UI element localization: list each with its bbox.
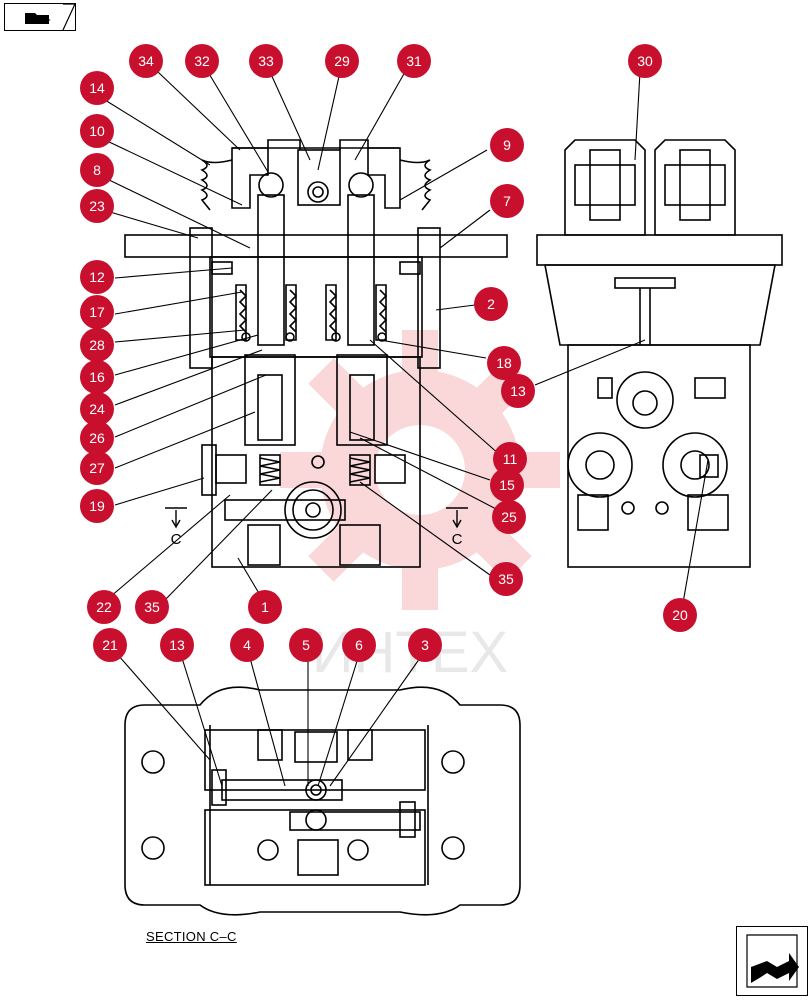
callout-15: 15 xyxy=(490,468,524,502)
section-c-c-view xyxy=(124,686,521,916)
callout-27: 27 xyxy=(80,451,114,485)
callout-6: 6 xyxy=(342,628,376,662)
callout-5: 5 xyxy=(289,628,323,662)
callout-number: 3 xyxy=(421,637,429,653)
callout-26: 26 xyxy=(80,421,114,455)
callout-number: 23 xyxy=(89,198,105,214)
callout-number: 13 xyxy=(510,383,526,399)
folder-arrow-icon xyxy=(5,3,76,31)
callout-number: 11 xyxy=(503,451,518,467)
callout-19: 19 xyxy=(80,489,114,523)
side-view xyxy=(536,139,783,568)
main-cross-section xyxy=(124,139,508,568)
callout-number: 30 xyxy=(637,53,653,69)
callout-14: 14 xyxy=(80,71,114,105)
callout-number: 20 xyxy=(672,607,688,623)
callout-number: 7 xyxy=(503,193,511,209)
next-page-arrow-icon xyxy=(746,934,799,988)
callout-31: 31 xyxy=(397,44,431,78)
section-caption: SECTION C–C xyxy=(146,929,237,944)
callout-number: 12 xyxy=(89,269,105,285)
callout-number: 31 xyxy=(406,53,422,69)
callout-10: 10 xyxy=(80,114,114,148)
callout-number: 5 xyxy=(302,637,310,653)
callout-13-side: 13 xyxy=(501,374,535,408)
callout-20: 20 xyxy=(663,598,697,632)
callout-1: 1 xyxy=(248,590,282,624)
callout-number: 35 xyxy=(144,599,160,615)
callout-number: 15 xyxy=(499,477,515,493)
callout-number: 22 xyxy=(96,599,112,615)
callout-number: 9 xyxy=(503,137,511,153)
callout-number: 1 xyxy=(261,599,269,615)
callout-34: 34 xyxy=(129,44,163,78)
callout-30: 30 xyxy=(628,44,662,78)
callout-number: 21 xyxy=(102,637,118,653)
callout-12: 12 xyxy=(80,260,114,294)
callout-number: 14 xyxy=(89,80,105,96)
callout-16: 16 xyxy=(80,360,114,394)
leader-lines xyxy=(104,71,709,787)
callout-21: 21 xyxy=(93,628,127,662)
section-marker-label-left: C xyxy=(171,531,182,548)
section-marker-right xyxy=(446,507,468,529)
callout-number: 4 xyxy=(243,637,251,653)
callout-8: 8 xyxy=(80,153,114,187)
callout-number: 24 xyxy=(89,401,105,417)
back-to-folder-button[interactable] xyxy=(4,3,76,31)
callout-number: 29 xyxy=(334,53,350,69)
callout-number: 6 xyxy=(355,637,363,653)
callout-number: 32 xyxy=(194,53,210,69)
callout-number: 34 xyxy=(138,53,154,69)
callout-number: 8 xyxy=(93,162,101,178)
callout-32: 32 xyxy=(185,44,219,78)
next-page-button[interactable] xyxy=(736,926,808,996)
callout-number: 2 xyxy=(487,296,495,312)
callout-28: 28 xyxy=(80,328,114,362)
callout-number: 19 xyxy=(89,498,105,514)
callout-35-right: 35 xyxy=(489,562,523,596)
callout-number: 17 xyxy=(89,304,105,320)
callout-number: 25 xyxy=(501,509,517,525)
callout-number: 16 xyxy=(89,369,105,385)
callout-18: 18 xyxy=(487,346,521,380)
callout-35-left: 35 xyxy=(135,590,169,624)
callout-13-section: 13 xyxy=(160,628,194,662)
section-marker-left xyxy=(165,507,187,529)
callout-3: 3 xyxy=(408,628,442,662)
callout-17: 17 xyxy=(80,295,114,329)
callout-23: 23 xyxy=(80,189,114,223)
callouts: 34 32 33 29 31 30 14 10 9 8 23 7 12 2 17… xyxy=(80,44,697,662)
callout-22: 22 xyxy=(87,590,121,624)
callout-number: 33 xyxy=(258,53,274,69)
callout-7: 7 xyxy=(490,184,524,218)
callout-number: 27 xyxy=(89,460,105,476)
callout-9: 9 xyxy=(490,128,524,162)
callout-11: 11 xyxy=(493,442,527,476)
callout-25: 25 xyxy=(492,500,526,534)
callout-number: 28 xyxy=(89,337,105,353)
callout-number: 10 xyxy=(89,123,105,139)
callout-number: 13 xyxy=(169,637,185,653)
callout-number: 26 xyxy=(89,430,105,446)
callout-33: 33 xyxy=(249,44,283,78)
callout-number: 35 xyxy=(498,571,514,587)
callout-2: 2 xyxy=(474,287,508,321)
callout-4: 4 xyxy=(230,628,264,662)
callout-29: 29 xyxy=(325,44,359,78)
callout-24: 24 xyxy=(80,392,114,426)
section-marker-label-right: C xyxy=(452,531,463,548)
callout-number: 18 xyxy=(496,355,512,371)
